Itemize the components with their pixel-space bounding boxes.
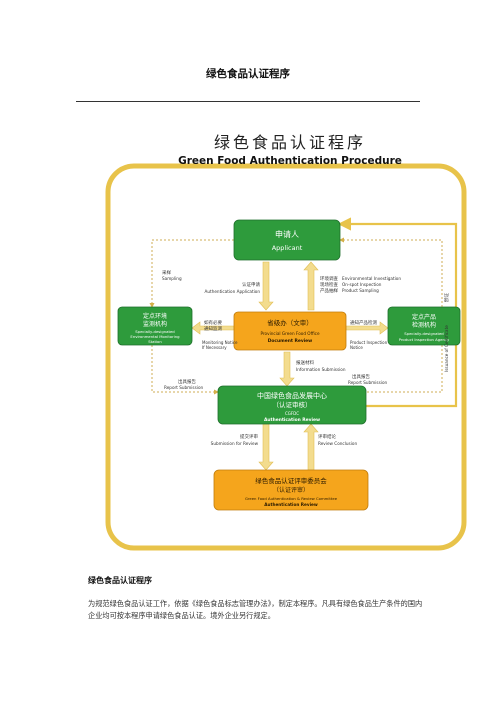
node-applicant	[233, 219, 341, 261]
label-info-en: Information Submission	[296, 367, 346, 372]
label-cert-cn: 颁证	[443, 293, 450, 302]
label-sampling-en: Sampling	[162, 276, 182, 281]
node-committee-cn1: 绿色食品认证评审委员会	[255, 476, 327, 485]
label-sampling-cn: 采样	[162, 269, 171, 276]
label-inv-cn1: 环境调查	[320, 275, 338, 282]
node-committee-en1: Green Food Authentication & Review Commi…	[245, 496, 338, 501]
dotted-flow-lines	[149, 237, 443, 395]
node-applicant-en: Applicant	[272, 244, 303, 252]
label-cert-en: Issuance of Certificate	[444, 325, 449, 372]
authentication-procedure-diagram: 绿色食品认证程序 Green Food Authentication Proce…	[105, 133, 467, 551]
page-title: 绿色食品认证程序	[206, 68, 290, 80]
node-env-cn2: 监测机构	[143, 320, 167, 328]
node-product-en2: Product Inspection Agency	[399, 337, 450, 342]
node-provincial-cn: 省级办（文审）	[267, 318, 313, 327]
label-monitor-cn1: 如有必要	[204, 319, 222, 326]
label-report-right-en: Report Submission	[348, 380, 388, 385]
label-auth-app-en: Authentication Application	[205, 289, 261, 294]
node-product-en1: Specially-designated	[404, 331, 444, 336]
node-provincial	[233, 311, 347, 351]
node-env-en2: Environmental Monitoring	[130, 334, 180, 339]
label-review-con-cn: 评审结论	[318, 433, 336, 440]
label-inv-en3: Product Sampling	[342, 288, 379, 293]
diagram-title-en: Green Food Authentication Procedure	[178, 155, 402, 167]
node-center-en2: Authentication Review	[264, 417, 320, 423]
node-env-cn1: 定点环境	[143, 312, 167, 320]
label-inv-en2: On-spot Inspection	[342, 282, 382, 287]
label-auth-app-cn: 认证申请	[242, 281, 260, 288]
node-committee	[213, 469, 369, 511]
node-provincial-en2: Document Review	[268, 338, 312, 344]
node-product-agency	[387, 306, 461, 346]
label-monitor-en1: Monitoring Notice	[202, 340, 238, 345]
node-env-station	[117, 306, 193, 346]
node-center-cn2: （认证审核）	[273, 400, 312, 409]
label-report-left-cn: 出具报告	[178, 378, 196, 385]
label-monitor-cn2: 通知监测	[204, 325, 222, 332]
label-inv-en1: Environmental Investigation	[342, 276, 401, 281]
label-report-left-en: Report Submission	[164, 385, 204, 390]
node-committee-cn2: （认证评审）	[273, 486, 309, 494]
label-review-sub-cn: 提交评审	[240, 433, 258, 440]
node-env-en3: Station	[148, 339, 162, 344]
label-pinsp-en2: Notice	[350, 345, 363, 350]
label-review-con-en: Review Conclusion	[318, 441, 357, 446]
label-info-cn: 报送材料	[296, 359, 314, 366]
section-heading: 绿色食品认证程序	[88, 575, 152, 585]
node-committee-en2: Authentication Review	[264, 502, 318, 507]
label-inv-cn2: 现场检查	[320, 281, 338, 288]
node-provincial-en1: Provincial Green Food Office	[260, 331, 319, 336]
node-env-en1: Specially-designated	[135, 329, 175, 334]
label-pinsp-cn: 通知产品检测	[350, 319, 377, 326]
intro-paragraph: 为规范绿色食品认证工作，依据《绿色食品标志管理办法》，制定本程序。凡具有绿色食品…	[88, 599, 423, 620]
label-pinsp-en1: Product Inspection	[350, 340, 388, 345]
node-applicant-cn: 申请人	[275, 229, 299, 239]
node-product-cn2: 检测机构	[412, 321, 436, 329]
node-center	[217, 385, 367, 425]
label-inv-cn3: 产品抽样	[320, 287, 338, 294]
node-center-en1: CGFDC	[285, 411, 299, 416]
diagram-title-cn: 绿色食品认证程序	[214, 133, 366, 152]
thick-flow-arrows	[191, 261, 389, 471]
label-review-sub-en: Submission for Review	[211, 441, 259, 446]
title-divider	[76, 101, 420, 102]
node-center-cn1: 中国绿色食品发展中心	[257, 391, 327, 400]
label-report-right-cn: 出具报告	[352, 373, 370, 380]
node-product-cn1: 定点产品	[412, 313, 436, 321]
label-monitor-en2: If Necessary	[202, 345, 227, 350]
diagram-frame	[105, 163, 467, 551]
